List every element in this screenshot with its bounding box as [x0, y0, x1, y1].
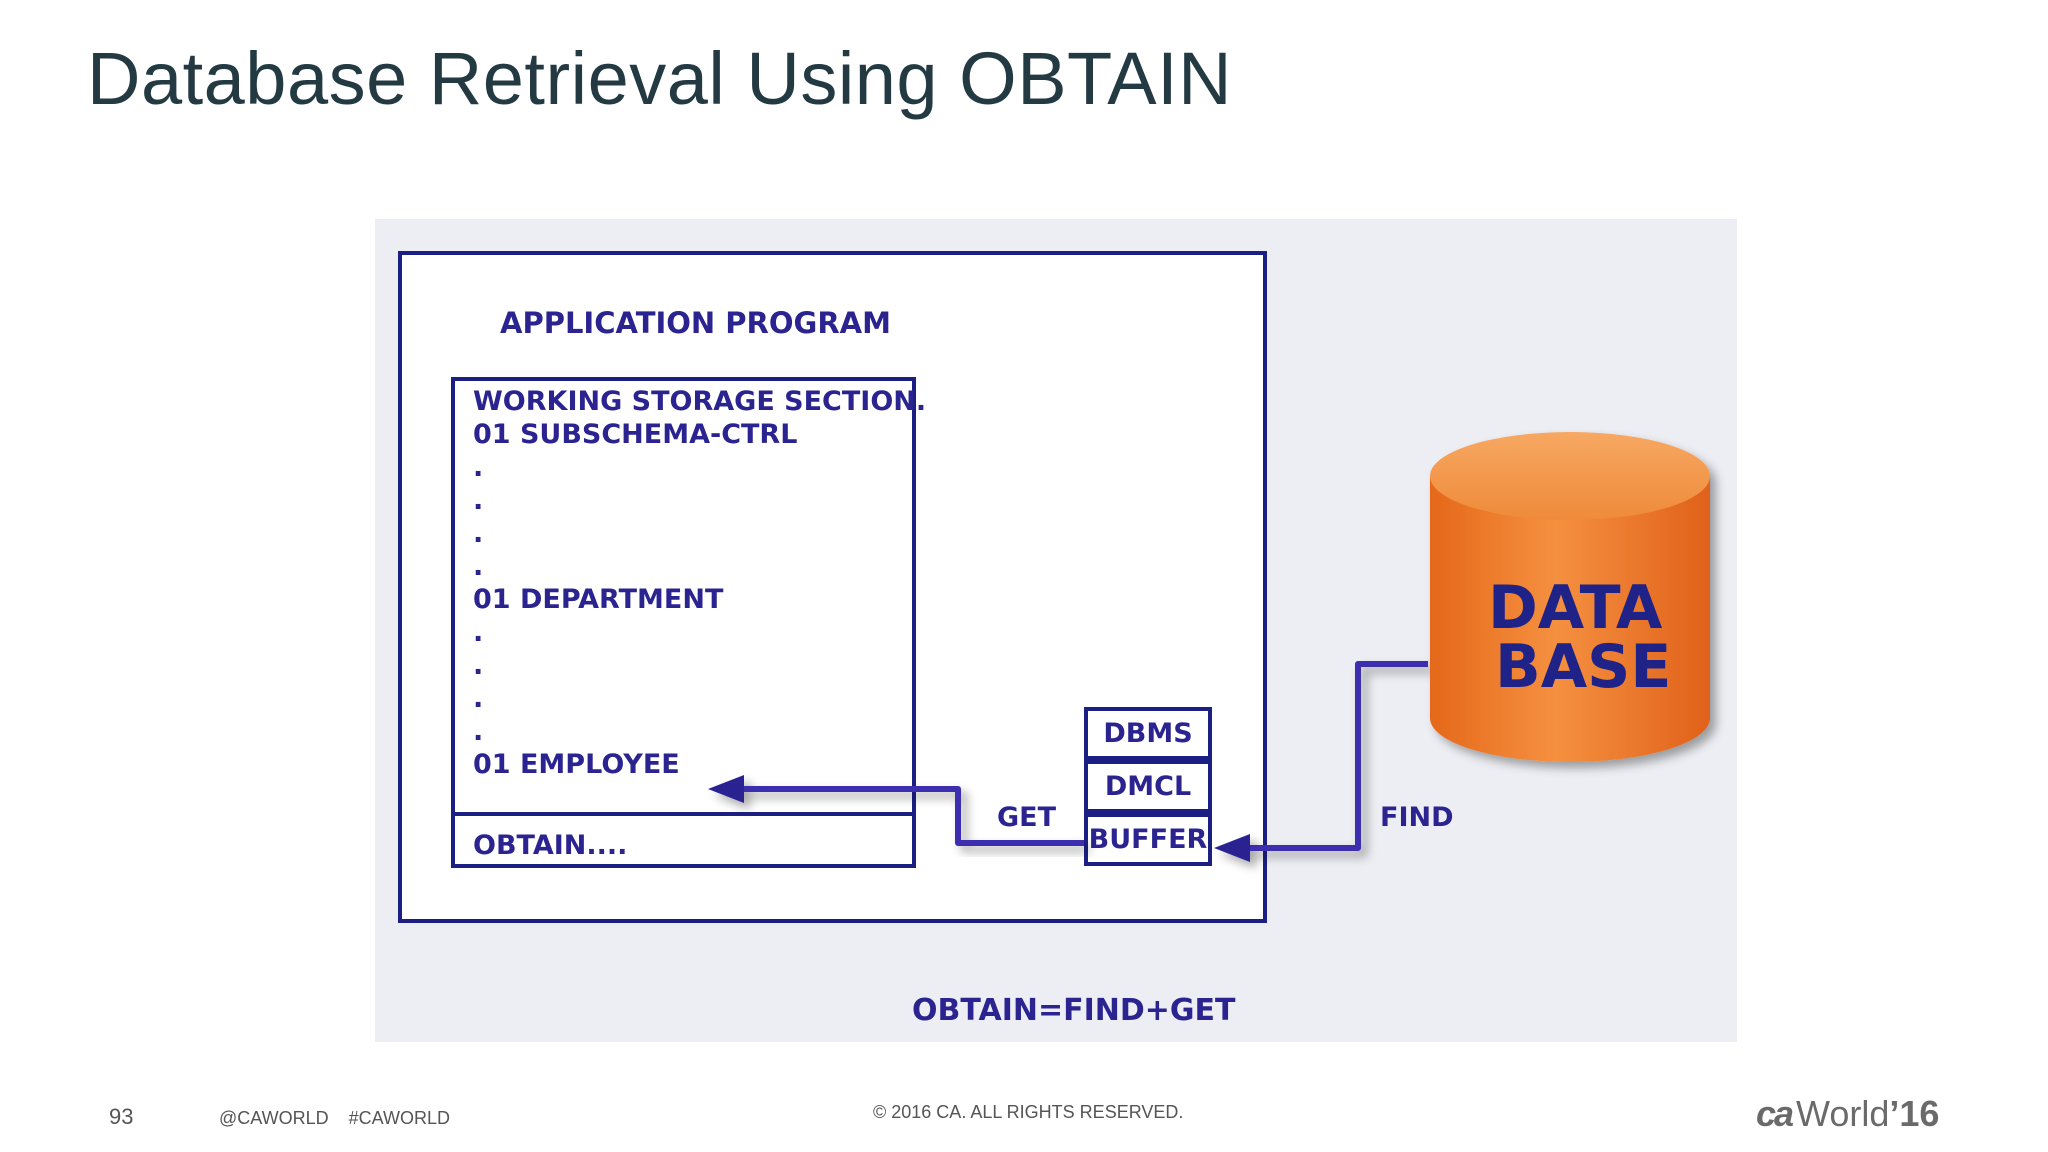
get-label: GET: [997, 802, 1057, 833]
ca-logo-mark: ca: [1756, 1093, 1794, 1134]
social-handles: @CAWORLD #CAWORLD: [219, 1108, 450, 1128]
get-arrow: [708, 775, 1084, 846]
page-number: 93: [109, 1104, 134, 1129]
ws-line-employee: 01 EMPLOYEE: [473, 749, 680, 780]
buffer-cell: BUFFER: [1084, 813, 1212, 866]
ca-logo-word: World: [1796, 1093, 1890, 1134]
ws-line-working-storage: WORKING STORAGE SECTION.: [473, 386, 927, 417]
ws-line-dot: .: [473, 716, 484, 747]
ws-line-subschema-ctrl: 01 SUBSCHEMA-CTRL: [473, 419, 798, 450]
database-cylinder: [1430, 432, 1710, 762]
database-label-line1: DATA: [1488, 573, 1663, 643]
obtain-formula: OBTAIN=FIND+GET: [912, 993, 1236, 1028]
slide-title: Database Retrieval Using OBTAIN: [87, 37, 1233, 120]
obtain-statement: OBTAIN....: [473, 830, 628, 861]
dbms-cell: DBMS: [1084, 707, 1212, 760]
application-program-label: APPLICATION PROGRAM: [500, 306, 891, 340]
ws-line-dot: .: [473, 617, 484, 648]
find-arrow: [1214, 661, 1428, 862]
working-storage-divider: [451, 812, 916, 816]
database-label-line2: BASE: [1495, 632, 1672, 702]
ws-line-dot: .: [473, 551, 484, 582]
ws-line-dot: .: [473, 683, 484, 714]
ws-line-dot: .: [473, 452, 484, 483]
ws-line-dot: .: [473, 650, 484, 681]
copyright: © 2016 CA. ALL RIGHTS RESERVED.: [873, 1102, 1184, 1122]
dmcl-cell: DMCL: [1084, 760, 1212, 813]
ca-logo-year: ’16: [1889, 1093, 1940, 1134]
ws-line-dot: .: [473, 485, 484, 516]
dbms-stack: DBMS DMCL BUFFER: [1084, 707, 1212, 866]
ws-line-dot: .: [473, 518, 484, 549]
find-label: FIND: [1380, 802, 1454, 833]
ws-line-department: 01 DEPARTMENT: [473, 584, 724, 615]
